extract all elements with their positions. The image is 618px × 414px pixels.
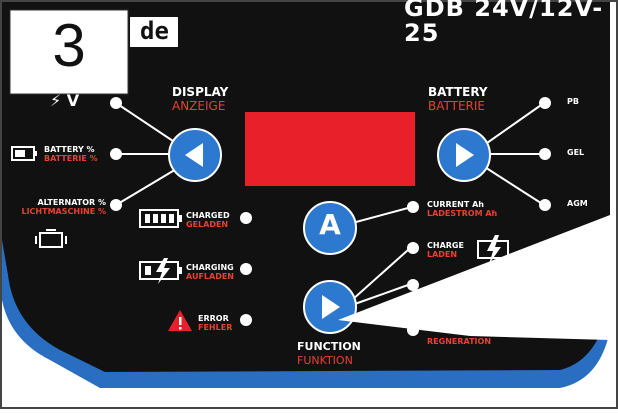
voltage-mode-label: ⚡ V (50, 91, 80, 110)
charge-battery-icon (477, 235, 509, 264)
charge-title: CHARGE (427, 241, 464, 250)
battery-percent-title: BATTERY % (44, 145, 95, 154)
alternator-title: ALTERNATOR % (37, 198, 106, 207)
function-subtitle: FUNKTION (297, 354, 353, 367)
display-button[interactable] (168, 128, 222, 182)
led-agm (539, 199, 551, 211)
charging-title: CHARGING (186, 263, 234, 272)
led-gel (539, 148, 551, 160)
error-subtitle: FEHLER (198, 323, 233, 332)
led-pb (539, 97, 551, 109)
led-alternator-percent (110, 199, 122, 211)
current-subtitle: LADESTROM Ah (427, 209, 498, 218)
current-title: CURRENT Ah (427, 200, 484, 209)
battery-title: BATTERY (428, 85, 488, 99)
led-charging (240, 263, 252, 275)
step-number: 3 (52, 12, 86, 79)
led-error (240, 314, 252, 326)
battery-type-pb: PB (567, 97, 579, 106)
a-button[interactable] (303, 201, 357, 255)
function-button[interactable] (303, 280, 357, 334)
charging-subtitle: AUFLADEN (186, 272, 234, 281)
battery-percent-icon (11, 146, 37, 161)
arrow-left-icon (185, 143, 203, 167)
regeneration-subtitle: REGNERATION (427, 337, 492, 346)
battery-button[interactable] (437, 128, 491, 182)
charged-title: CHARGED (186, 211, 230, 220)
function-title: FUNCTION (297, 340, 361, 353)
charged-battery-icon (139, 209, 182, 228)
red-display (245, 112, 415, 186)
battery-subtitle: BATTERIE (428, 99, 485, 113)
battery-type-agm: AGM (567, 199, 588, 208)
step-box (9, 9, 129, 95)
led-current (407, 201, 419, 213)
led-charge (407, 242, 419, 254)
battery-type-gel: GEL (567, 148, 585, 157)
led-voltage (110, 97, 122, 109)
error-title: ERROR (198, 314, 229, 323)
alternator-subtitle: LICHTMASCHINE % (21, 207, 106, 216)
led-battery-percent (110, 148, 122, 160)
model-label: GDB 24V/12V-25 (404, 0, 604, 48)
battery-percent-subtitle: BATTERIE % (44, 154, 98, 163)
a-button-label: A (319, 208, 341, 241)
charged-subtitle: GELADEN (186, 220, 229, 229)
led-charged (240, 212, 252, 224)
display-title: DISPLAY (172, 85, 229, 99)
led-mode-2 (407, 279, 419, 291)
engine-icon (35, 229, 67, 248)
warning-icon (168, 310, 192, 331)
arrow-right-icon (456, 143, 474, 167)
play-icon (322, 295, 340, 319)
pointer-wedge (338, 215, 610, 340)
brand-box (130, 17, 178, 47)
charge-subtitle: LADEN (427, 250, 458, 259)
display-subtitle: ANZEIGE (172, 99, 226, 113)
charging-battery-icon (139, 258, 182, 284)
brand-fragment: de (140, 17, 169, 45)
